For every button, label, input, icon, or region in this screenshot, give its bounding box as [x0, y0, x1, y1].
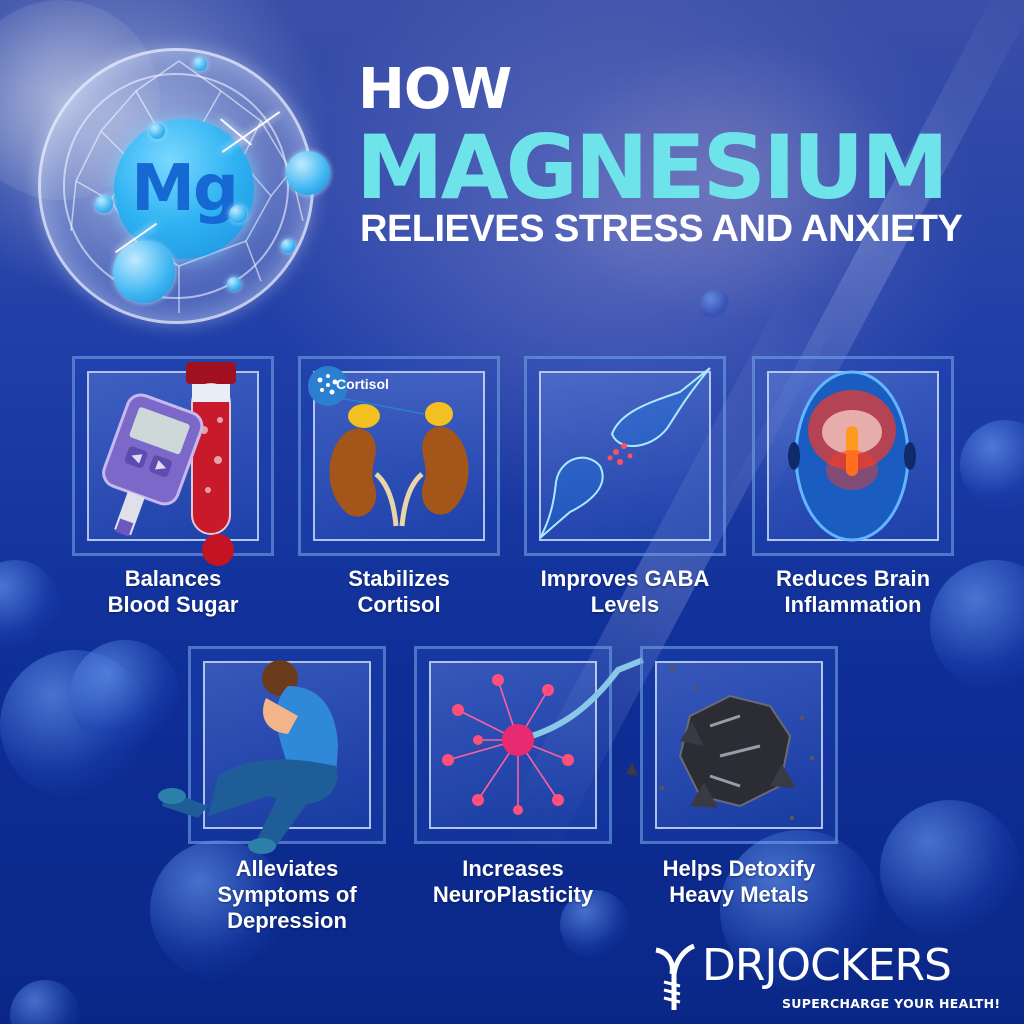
heavy-metal-rock-icon — [626, 666, 814, 820]
background-bubble — [880, 800, 1020, 940]
benefit-card-heavy-metals — [626, 646, 838, 844]
benefit-card-blood-sugar — [72, 356, 274, 566]
mg-symbol: Mg — [131, 152, 238, 226]
benefit-label-gaba: Improves GABA Levels — [540, 566, 710, 617]
atom-orbit-ball — [281, 239, 295, 253]
background-bubble — [10, 980, 80, 1024]
title-how: HOW — [358, 57, 512, 122]
background-bubble — [960, 420, 1024, 510]
card-frame-inner — [539, 371, 711, 541]
benefit-label-cortisol: Stabilizes Cortisol — [348, 566, 450, 617]
benefit-card-cortisol: Cortisol — [298, 356, 500, 556]
benefit-card-brain-inflammation — [752, 356, 954, 556]
atom-orbit-ball — [229, 205, 247, 223]
adrenal-kidney-icon — [308, 366, 469, 527]
benefit-label-blood-sugar: Balances Blood Sugar — [107, 566, 239, 617]
background-bubble — [0, 560, 60, 650]
background-bubble — [700, 290, 730, 320]
brand-tagline: SUPERCHARGE YOUR HEALTH! — [782, 996, 1001, 1011]
atom-orbit-ball — [193, 57, 207, 71]
magnesium-atom-icon: Mg — [38, 48, 330, 324]
atom-orbit-ball — [227, 277, 241, 291]
title-subtitle: RELIEVES STRESS AND ANXIETY — [360, 208, 963, 250]
neuron-icon — [442, 657, 645, 815]
atom-orbit-ball — [95, 195, 113, 213]
synapse-icon — [539, 367, 711, 539]
benefit-label-brain-inflammation: Reduces Brain Inflammation — [775, 566, 931, 617]
benefit-label-depression: Alleviates Symptoms of Depression — [217, 856, 357, 933]
depressed-person-icon — [158, 660, 338, 854]
atom-orbit-ball — [286, 151, 330, 195]
dna-leaf-logo-icon — [655, 944, 696, 1010]
benefit-card-gaba — [524, 356, 726, 556]
background-bubble — [560, 890, 630, 960]
background-bubble — [930, 560, 1024, 690]
atom-inner-ring — [63, 73, 289, 299]
background-bubble — [720, 830, 880, 990]
brand-name: DRJOCKERS — [702, 940, 952, 991]
background-bubble — [70, 640, 180, 750]
cortisol-illustration-label: Cortisol — [336, 376, 389, 392]
glucose-meter-icon — [102, 362, 236, 566]
title-magnesium: MAGNESIUM — [356, 116, 949, 219]
atom-orbit-ball — [113, 241, 175, 303]
benefit-card-neuroplasticity — [414, 646, 645, 844]
atom-orbit-ball — [149, 123, 165, 139]
mg-core-sphere: Mg — [114, 119, 254, 259]
inflamed-brain-icon — [788, 370, 916, 542]
background-bubble — [150, 840, 290, 980]
benefit-label-heavy-metals: Helps Detoxify Heavy Metals — [662, 856, 816, 907]
benefit-card-depression — [158, 646, 386, 854]
benefit-label-neuroplasticity: Increases NeuroPlasticity — [432, 856, 594, 907]
brand-logo[interactable]: DRJOCKERS SUPERCHARGE YOUR HEALTH! — [650, 944, 1010, 1016]
